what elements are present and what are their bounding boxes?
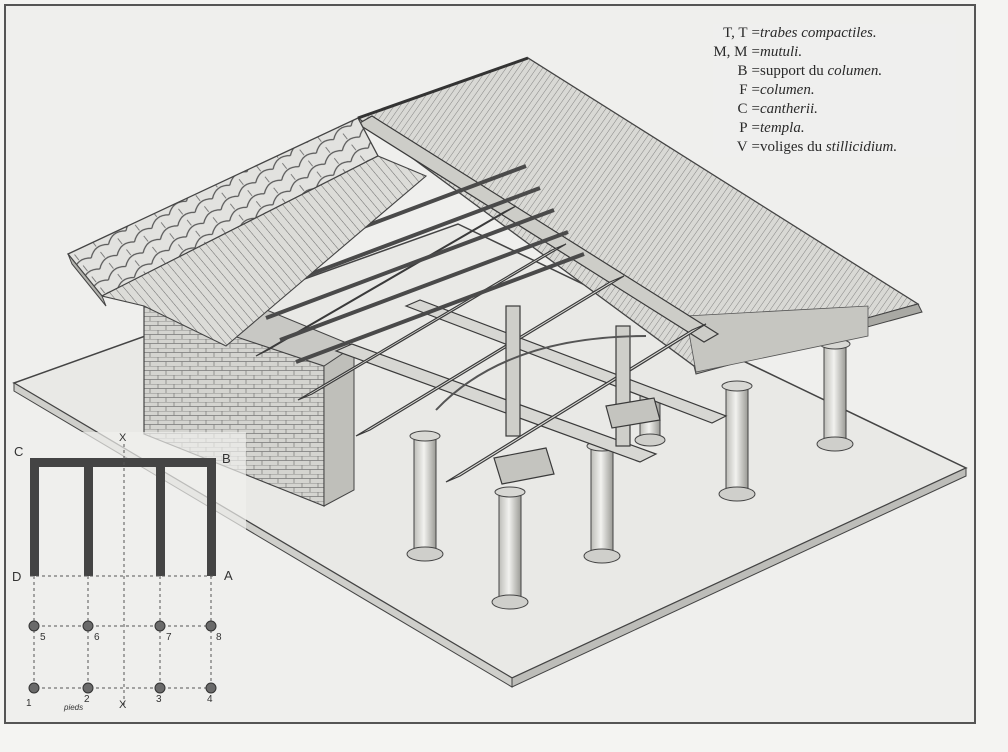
- legend-description: templa.: [760, 119, 956, 138]
- legend-equals: =: [751, 82, 760, 98]
- temple-construction-drawing: C B D A X X 1 2 3 4 5 6 7 8 pieds: [6, 56, 968, 722]
- plan-axis-bottom: X: [119, 699, 127, 711]
- legend-row: C= cantherii.: [713, 100, 956, 119]
- legend-description: support du columen.: [760, 62, 956, 81]
- plan-corner-c: C: [14, 444, 23, 459]
- column-2: [491, 486, 529, 610]
- legend-description: mutuli.: [760, 43, 956, 62]
- plan-column-markers: [28, 620, 217, 694]
- templa-purlins: [237, 164, 585, 364]
- legend-description: columen.: [760, 81, 956, 100]
- legend-key: F: [739, 82, 748, 98]
- roof-framing: [237, 115, 728, 485]
- legend: T, T= trabes compactiles.M, M= mutuli.B=…: [713, 24, 956, 157]
- column-4: [718, 380, 756, 502]
- columen-support: [505, 305, 521, 437]
- column-number-7: 7: [166, 632, 172, 643]
- legend-key: T, T: [723, 25, 748, 41]
- legend-equals: =: [751, 139, 760, 155]
- legend-key: V: [736, 139, 748, 155]
- legend-equals: =: [751, 44, 760, 60]
- legend-term: cantherii.: [760, 101, 818, 117]
- plan-axis-top: X: [119, 432, 127, 444]
- stillicidium-boards: [100, 155, 428, 347]
- cantherius-3: [445, 323, 707, 483]
- plan-dotted-grid: [30, 444, 216, 706]
- legend-row: P= templa.: [713, 119, 956, 138]
- legend-key: B: [737, 63, 748, 79]
- column-number-1: 1: [26, 698, 32, 709]
- column-number-4: 4: [207, 694, 213, 705]
- legend-equals: =: [751, 120, 760, 136]
- plan-corner-b: B: [222, 451, 231, 466]
- plan-corner-a: A: [224, 568, 233, 583]
- columen-support-2: [615, 325, 631, 447]
- legend-equals: =: [751, 25, 760, 41]
- legend-row: M, M= mutuli.: [713, 43, 956, 62]
- legend-term: mutuli.: [760, 44, 803, 60]
- columen-ridge-beam: [356, 115, 720, 343]
- legend-row: B= support du columen.: [713, 62, 956, 81]
- legend-row: F= columen.: [713, 81, 956, 100]
- mutulus: [493, 447, 555, 485]
- legend-row: T, T= trabes compactiles.: [713, 24, 956, 43]
- legend-key: P: [739, 120, 748, 136]
- plan-scale-label: pieds: [63, 703, 83, 712]
- column-1: [406, 430, 444, 562]
- column-number-5: 5: [40, 632, 46, 643]
- plan-walls: [30, 458, 216, 576]
- column-number-3: 3: [156, 694, 162, 705]
- floor-plan: C B D A X X 1 2 3 4 5 6 7 8 pieds: [6, 432, 246, 722]
- legend-description: voliges du stillicidium.: [760, 138, 956, 157]
- diagram-frame: C B D A X X 1 2 3 4 5 6 7 8 pieds T,: [4, 4, 976, 724]
- legend-prefix: voliges du: [760, 139, 826, 155]
- right-roof-slope: [356, 57, 923, 375]
- cantherius-2: [355, 275, 625, 437]
- mutulus-2: [605, 397, 661, 429]
- legend-key: M, M: [713, 44, 748, 60]
- legend-equals: =: [751, 63, 760, 79]
- legend-description: cantherii.: [760, 100, 956, 119]
- legend-term: trabes compactiles.: [760, 25, 877, 41]
- left-roof-slope: [66, 56, 529, 347]
- legend-term: columen.: [827, 63, 883, 79]
- legend-key: C: [737, 101, 748, 117]
- legend-description: trabes compactiles.: [760, 24, 956, 43]
- legend-term: columen.: [760, 82, 815, 98]
- legend-term: stillicidium.: [825, 139, 898, 155]
- legend-row: V= voliges du stillicidium.: [713, 138, 956, 157]
- legend-prefix: support du: [760, 63, 828, 79]
- legend-equals: =: [751, 101, 760, 117]
- column-number-2: 2: [84, 694, 90, 705]
- column-number-6: 6: [94, 632, 100, 643]
- plan-corner-d: D: [12, 569, 21, 584]
- legend-term: templa.: [760, 120, 805, 136]
- cantherius-1: [297, 243, 567, 401]
- column-number-8: 8: [216, 632, 222, 643]
